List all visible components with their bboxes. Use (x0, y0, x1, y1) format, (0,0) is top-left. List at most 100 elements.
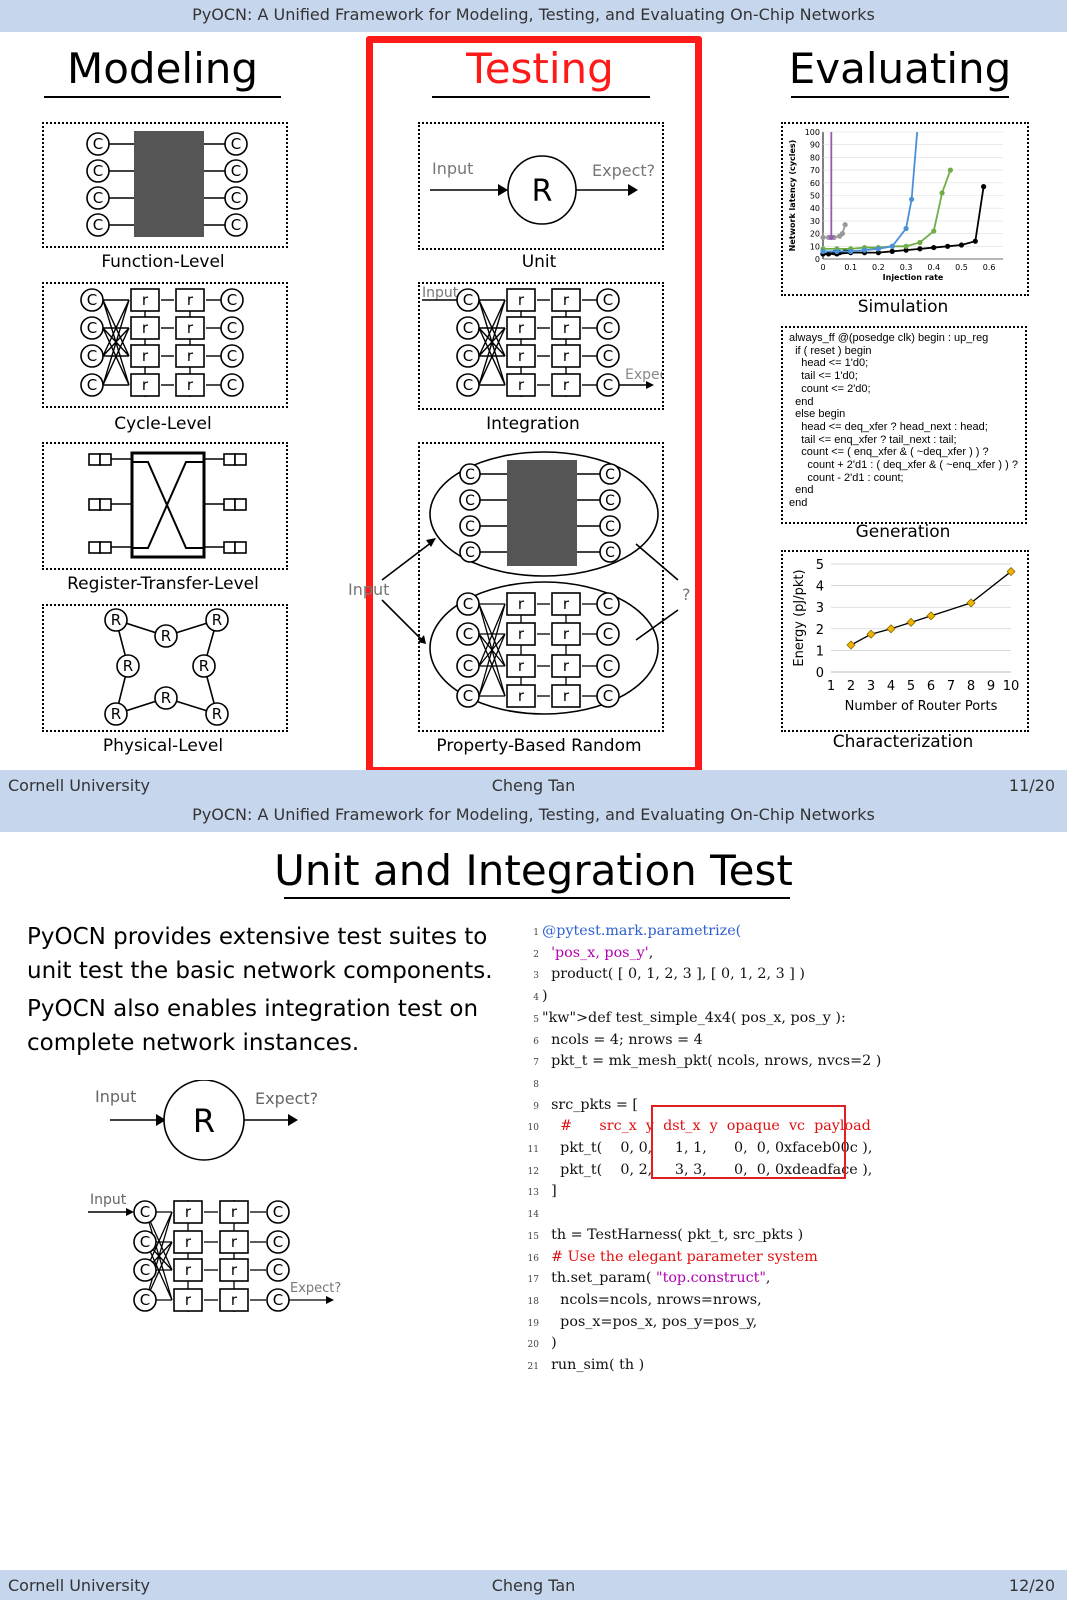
evaluating-underline (791, 96, 1009, 98)
svg-text:?: ? (682, 585, 691, 604)
slide-footer: Cornell University Cheng Tan 12/20 (0, 1570, 1067, 1600)
svg-text:Input: Input (90, 1192, 127, 1208)
characterization-caption: Characterization (832, 732, 974, 752)
svg-text:r: r (563, 319, 570, 337)
svg-text:Expect?: Expect? (290, 1281, 341, 1296)
slide-header: PyOCN: A Unified Framework for Modeling,… (0, 800, 1067, 832)
svg-text:R: R (212, 705, 222, 723)
data-point (828, 234, 834, 241)
svg-text:r: r (231, 1233, 238, 1251)
y-tick-label: 2 (816, 623, 824, 638)
data-point (889, 248, 895, 254)
data-point (917, 239, 923, 246)
data-point (909, 196, 915, 202)
svg-text:C: C (231, 162, 241, 180)
svg-text:C: C (273, 1261, 283, 1279)
rtl-diagram (88, 451, 247, 559)
svg-text:C: C (603, 291, 613, 309)
svg-text:C: C (603, 347, 613, 365)
code-line: 2 'pos_x, pos_y', (525, 944, 881, 966)
svg-text:C: C (605, 493, 615, 509)
unit-test-panel: Input Expect? R (418, 122, 664, 250)
svg-text:C: C (93, 135, 103, 153)
y-tick-label: 90 (810, 141, 820, 150)
generation-code-line: count - 2'd1 : count; (789, 471, 904, 484)
x-tick-label: 9 (987, 679, 995, 694)
line-number: 5 (533, 1014, 539, 1025)
generation-code-line: end (789, 497, 808, 510)
svg-text:C: C (603, 657, 613, 675)
x-tick-label: 6 (927, 679, 935, 694)
svg-text:r: r (563, 347, 570, 365)
code-text: ncols = 4; nrows = 4 (542, 1031, 703, 1048)
data-point (861, 247, 868, 253)
code-line: 13 ] (525, 1182, 881, 1204)
svg-text:C: C (605, 467, 615, 483)
modeling-title: Modeling (66, 44, 259, 93)
line-number: 7 (533, 1058, 539, 1069)
x-tick-label: 3 (867, 679, 875, 694)
svg-text:R: R (199, 657, 209, 675)
code-text: 'pos_x, pos_y', (551, 944, 654, 961)
data-point (906, 617, 916, 627)
line-number: 19 (527, 1318, 539, 1329)
code-line: 17 th.set_param( "top.construct", (525, 1269, 881, 1291)
y-tick-label: 4 (816, 580, 824, 595)
data-point (972, 238, 978, 244)
svg-text:r: r (518, 376, 525, 394)
code-line: 7 pkt_t = mk_mesh_pkt( ncols, nrows, nvc… (525, 1052, 881, 1074)
line-number: 9 (533, 1101, 539, 1112)
svg-text:r: r (518, 319, 525, 337)
svg-text:R: R (111, 611, 121, 629)
data-point (917, 246, 923, 252)
line-number: 12 (527, 1166, 539, 1177)
svg-text:r: r (231, 1291, 238, 1309)
svg-text:C: C (605, 519, 615, 535)
footer-author: Cheng Tan (491, 776, 576, 795)
code-text: "kw">def test_simple_4x4( pos_x, pos_y )… (542, 1009, 846, 1026)
code-text: @pytest.mark.parametrize( (542, 923, 742, 939)
svg-text:r: r (518, 595, 525, 613)
svg-text:r: r (185, 1261, 192, 1279)
svg-text:C: C (463, 595, 473, 613)
data-point (834, 248, 840, 254)
footer-institution: Cornell University (8, 1576, 150, 1595)
code-text: # Use the elegant parameter system (542, 1248, 818, 1265)
svg-text:r: r (142, 376, 149, 394)
line-number: 21 (527, 1362, 539, 1373)
x-tick-label: 1 (827, 679, 835, 694)
y-tick-label: 40 (810, 204, 820, 213)
y-tick-label: 10 (810, 242, 820, 251)
svg-text:r: r (142, 347, 149, 365)
black-box-model (134, 131, 204, 237)
modeling-underline (44, 96, 281, 98)
line-number: 15 (527, 1231, 539, 1242)
slide-12: PyOCN: A Unified Framework for Modeling,… (0, 800, 1067, 1600)
generation-code-line: count <= ( enq_xfer & ( ~deq_xfer ) ) ? (789, 446, 989, 459)
svg-text:R: R (193, 1102, 215, 1140)
svg-text:C: C (465, 493, 475, 509)
series-line (823, 169, 952, 250)
svg-text:C: C (227, 347, 237, 365)
code-line: 5"kw">def test_simple_4x4( pos_x, pos_y … (525, 1009, 881, 1031)
code-line: 16 # Use the elegant parameter system (525, 1248, 881, 1270)
x-tick-label: 10 (1003, 679, 1020, 694)
y-tick-label: 30 (810, 217, 820, 226)
y-tick-label: 3 (816, 601, 824, 616)
svg-text:C: C (463, 319, 473, 337)
data-point (848, 248, 854, 254)
y-tick-label: 20 (810, 230, 820, 239)
data-point (886, 624, 896, 634)
generation-code-line: always_ff @(posedge clk) begin : up_reg (789, 332, 989, 344)
y-tick-label: 60 (810, 179, 820, 188)
paragraph-integration-test: PyOCN also enables integration test on c… (27, 996, 479, 1056)
svg-text:r: r (518, 687, 525, 705)
svg-text:C: C (140, 1203, 150, 1221)
cycle-level-caption: Cycle-Level (114, 414, 212, 434)
